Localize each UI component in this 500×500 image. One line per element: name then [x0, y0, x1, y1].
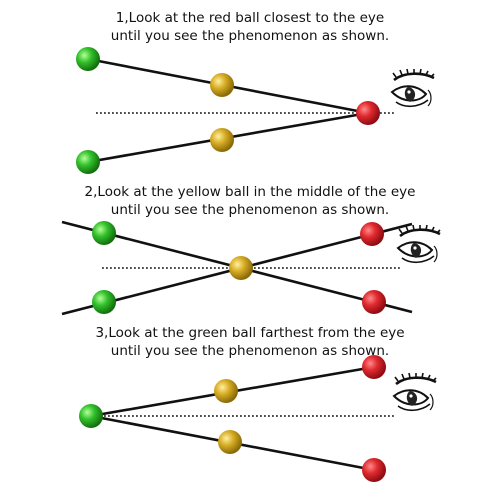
- yellow-ball: [229, 256, 253, 280]
- green-ball: [79, 404, 103, 428]
- eye-icon: [396, 223, 442, 264]
- red-ball: [356, 101, 380, 125]
- yellow-ball: [210, 128, 234, 152]
- green-ball: [92, 221, 116, 245]
- panel-2: [61, 220, 442, 316]
- step-2-caption: 2,Look at the yellow ball in the middle …: [0, 183, 500, 219]
- step-2-line-1: 2,Look at the yellow ball in the middle …: [84, 184, 416, 200]
- step-1-line-1: 1,Look at the red ball closest to the ey…: [115, 10, 385, 26]
- green-ball: [76, 47, 100, 71]
- eye-icon: [392, 371, 438, 412]
- step-2-line-2: until you see the phenomenon as shown.: [110, 202, 390, 218]
- red-ball: [362, 355, 386, 379]
- red-ball: [360, 222, 384, 246]
- step-3-line-2: until you see the phenomenon as shown.: [110, 343, 390, 359]
- panel-1: [76, 47, 436, 174]
- step-1-line-2: until you see the phenomenon as shown.: [110, 28, 390, 44]
- red-ball: [362, 290, 386, 314]
- step-1-caption: 1,Look at the red ball closest to the ey…: [0, 9, 500, 45]
- green-ball: [76, 150, 100, 174]
- green-ball: [92, 290, 116, 314]
- yellow-ball: [214, 379, 238, 403]
- yellow-ball: [218, 430, 242, 454]
- eye-icon: [390, 67, 436, 108]
- panel-3: [79, 355, 438, 482]
- red-ball: [362, 458, 386, 482]
- step-3-line-1: 3,Look at the green ball farthest from t…: [95, 325, 405, 341]
- yellow-ball: [210, 73, 234, 97]
- step-3-caption: 3,Look at the green ball farthest from t…: [0, 324, 500, 360]
